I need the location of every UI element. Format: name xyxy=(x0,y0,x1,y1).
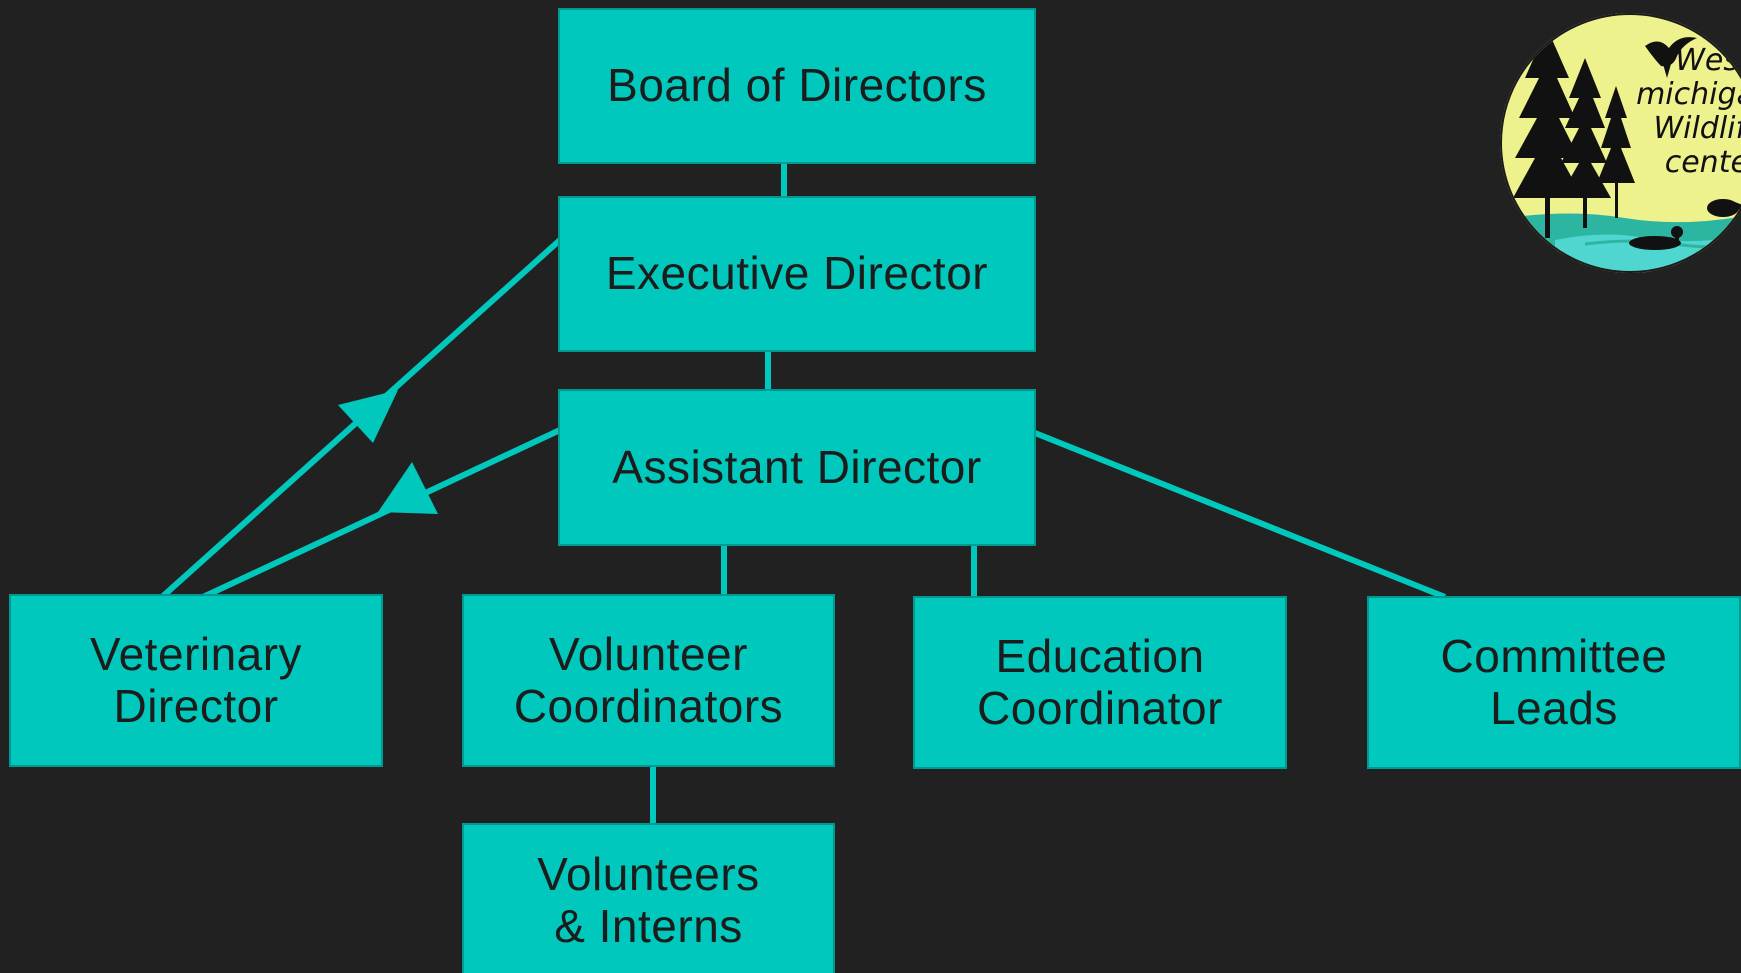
executive-director-box: Executive Director xyxy=(558,196,1036,352)
svg-text:center: center xyxy=(1665,145,1741,180)
volunteer-coordinators-label: Volunteer Coordinators xyxy=(513,627,784,732)
committee-leads-box: Committee Leads xyxy=(1367,596,1741,769)
connector-veterinary-assistant xyxy=(201,427,562,600)
wildlife-center-logo: West michigan Wildlife center xyxy=(1500,13,1741,273)
volunteers-interns-box: Volunteers & Interns xyxy=(462,823,835,973)
executive-director-label: Executive Director xyxy=(605,247,989,300)
arrowhead-to-executive xyxy=(338,390,398,443)
svg-text:michigan: michigan xyxy=(1636,77,1741,112)
committee-leads-label: Committee Leads xyxy=(1440,629,1668,734)
veterinary-director-box: Veterinary Director xyxy=(9,594,383,767)
veterinary-director-label: Veterinary Director xyxy=(89,627,303,732)
board-of-directors-box: Board of Directors xyxy=(558,8,1036,164)
education-coordinator-label: Education Coordinator xyxy=(977,629,1223,734)
volunteers-interns-label: Volunteers & Interns xyxy=(537,848,760,952)
connector-assistant-committee xyxy=(1033,430,1447,600)
education-coordinator-box: Education Coordinator xyxy=(913,596,1287,769)
assistant-director-box: Assistant Director xyxy=(558,389,1036,546)
svg-text:Wildlife: Wildlife xyxy=(1653,111,1741,146)
svg-text:West: West xyxy=(1675,43,1741,78)
board-of-directors-label: Board of Directors xyxy=(607,59,987,112)
arrowhead-to-assistant xyxy=(378,462,438,514)
volunteer-coordinators-box: Volunteer Coordinators xyxy=(462,594,835,767)
assistant-director-label: Assistant Director xyxy=(612,440,982,493)
